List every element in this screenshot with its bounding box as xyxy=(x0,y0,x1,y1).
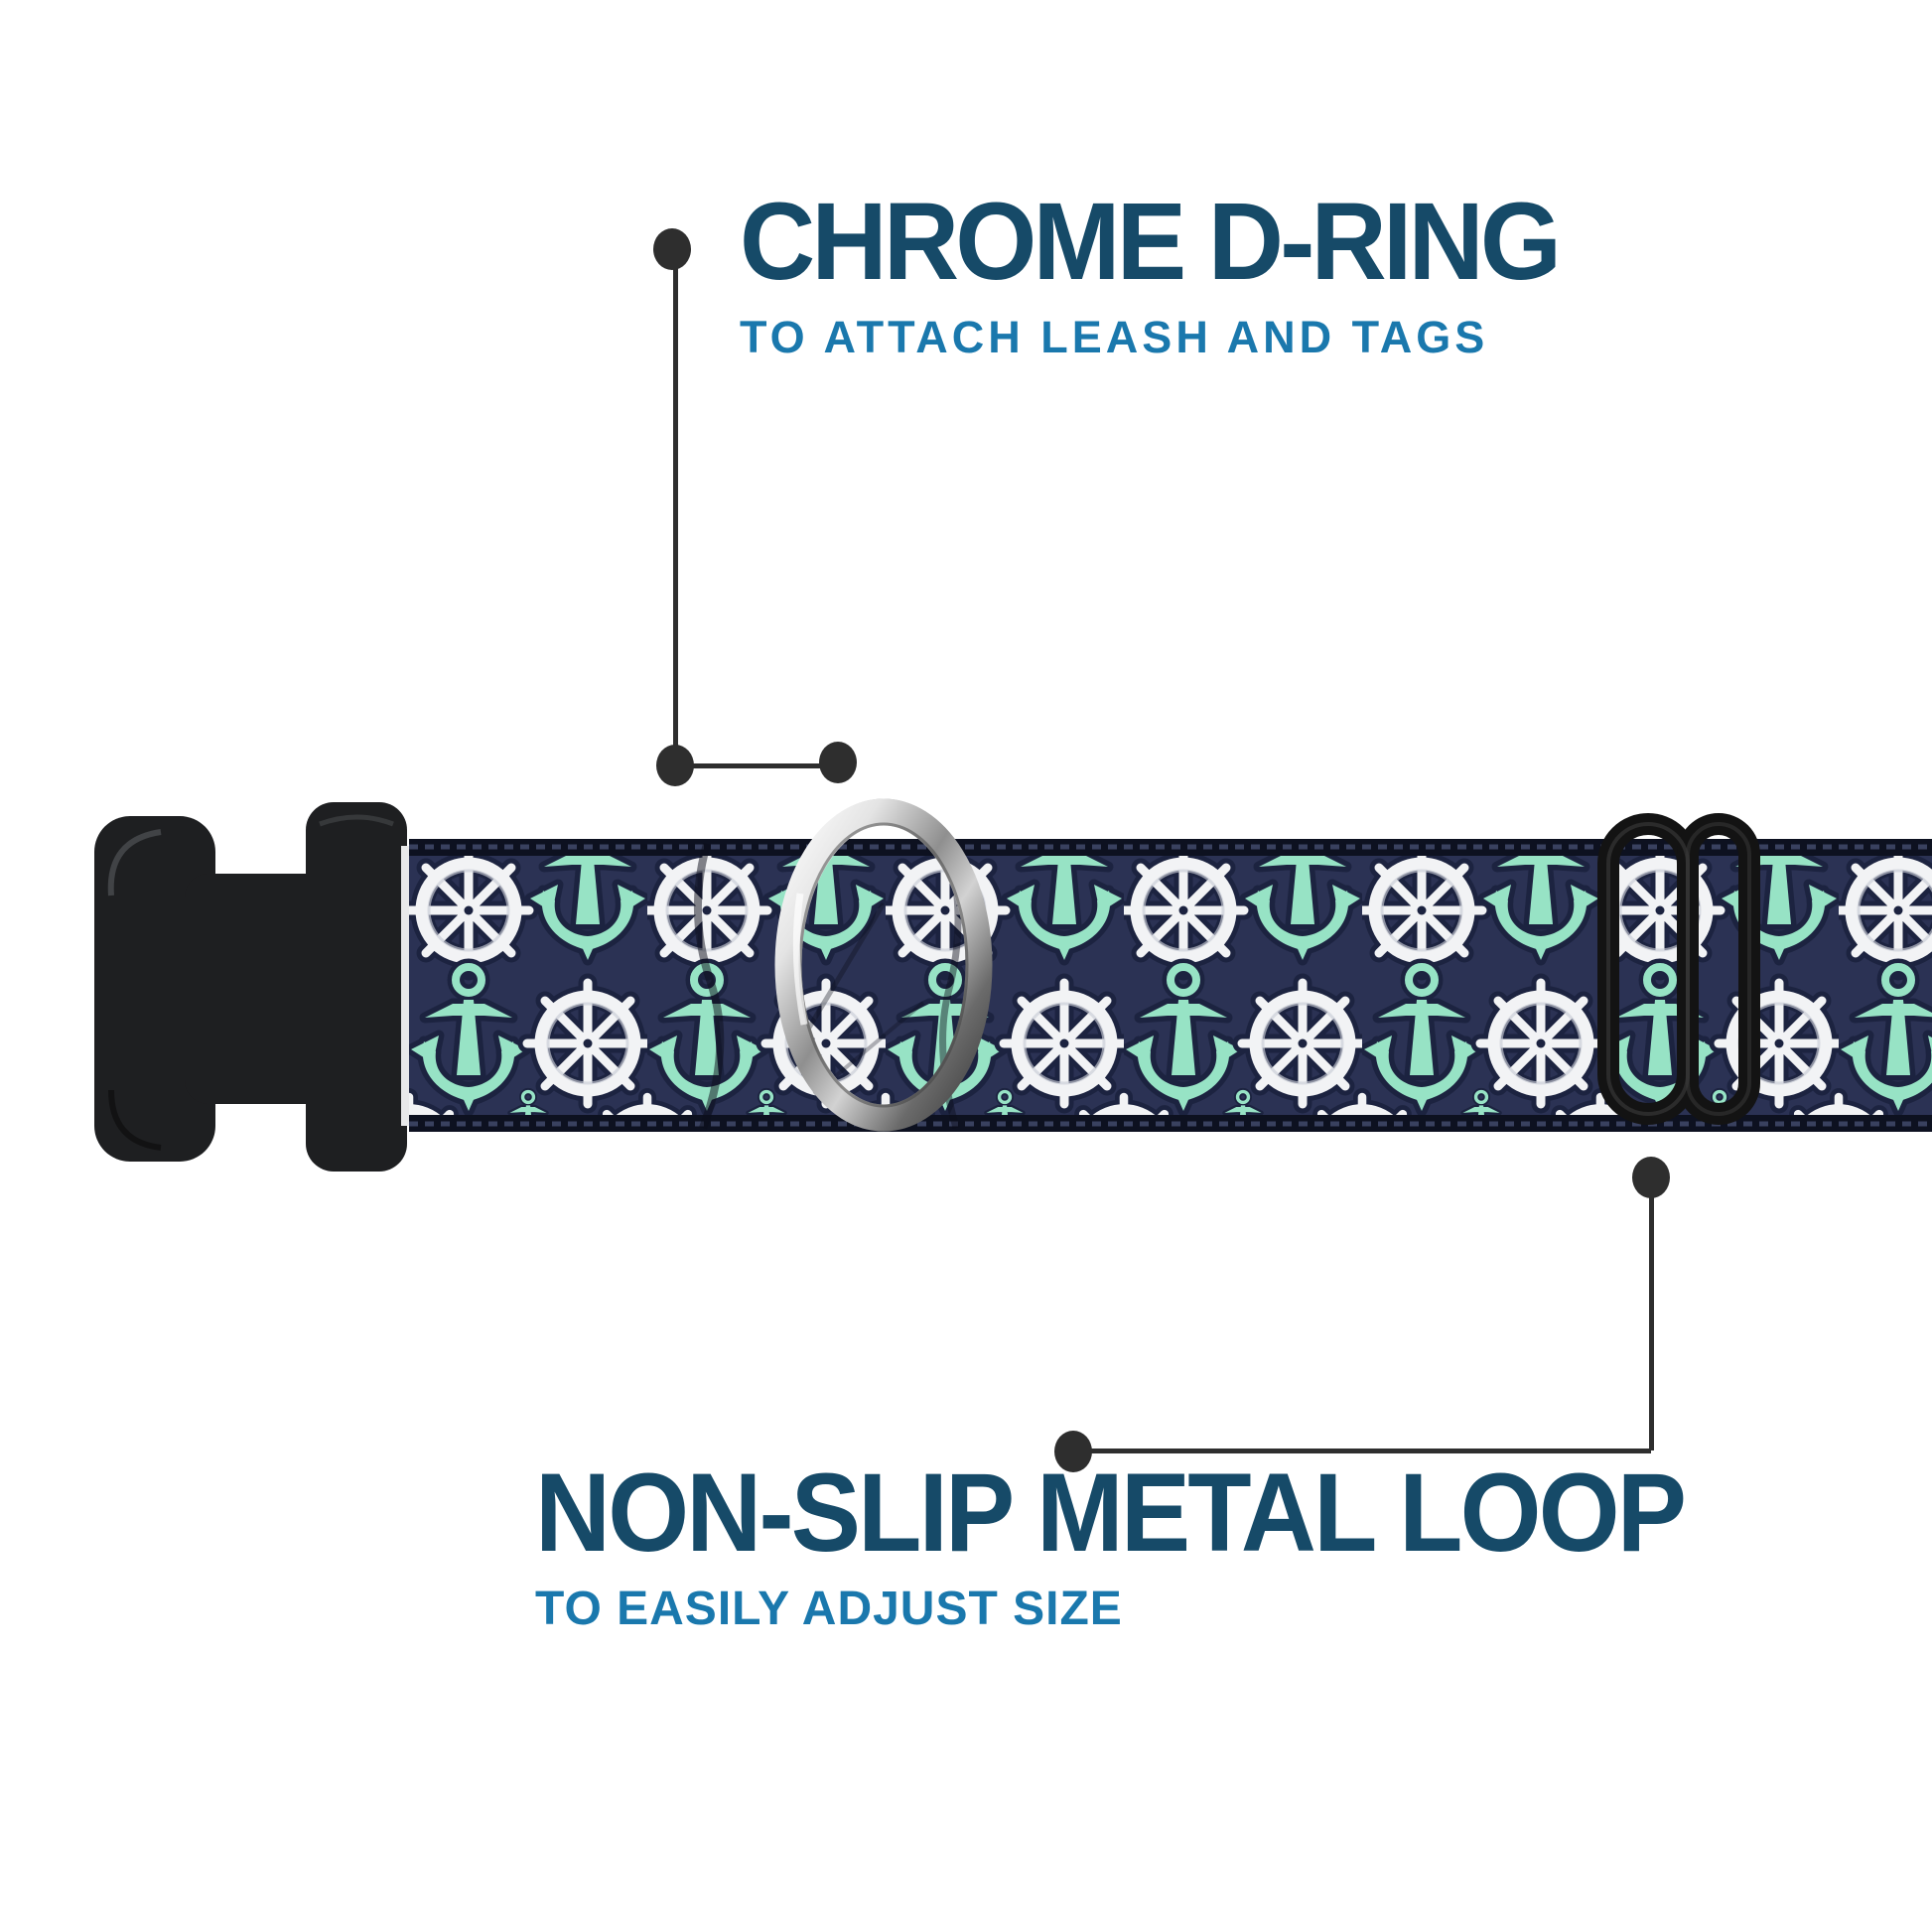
callout-line-horizontal xyxy=(1073,1449,1651,1453)
callout-dot xyxy=(819,742,857,783)
dog-collar-illustration xyxy=(94,798,1932,1172)
callout-metal-loop: NON-SLIP METAL LOOP TO EASILY ADJUST SIZ… xyxy=(535,1457,1757,1633)
callout-metal-loop-title: NON-SLIP METAL LOOP xyxy=(535,1450,1687,1575)
strap-top-edge xyxy=(409,839,1932,856)
buckle-strap-gap xyxy=(401,846,409,1126)
callout-line-vertical xyxy=(1649,1177,1654,1450)
callout-line-vertical xyxy=(673,249,678,767)
callout-d-ring-subtitle: TO ATTACH LEASH AND TAGS xyxy=(740,312,1489,362)
metal-adjustment-loop xyxy=(1597,813,1760,1125)
patterned-webbing xyxy=(409,839,1932,1132)
chrome-d-ring xyxy=(774,798,993,1132)
callout-line-horizontal xyxy=(675,763,840,768)
plastic-buckle xyxy=(94,802,409,1172)
strap-bottom-edge xyxy=(409,1115,1932,1132)
callout-dot xyxy=(656,745,694,786)
callout-dot xyxy=(1054,1431,1092,1472)
callout-metal-loop-subtitle: TO EASILY ADJUST SIZE xyxy=(535,1583,1123,1635)
callout-d-ring: CHROME D-RING TO ATTACH LEASH AND TAGS xyxy=(740,181,1592,362)
callout-d-ring-title: CHROME D-RING xyxy=(740,181,1562,303)
callout-dot xyxy=(653,228,691,270)
